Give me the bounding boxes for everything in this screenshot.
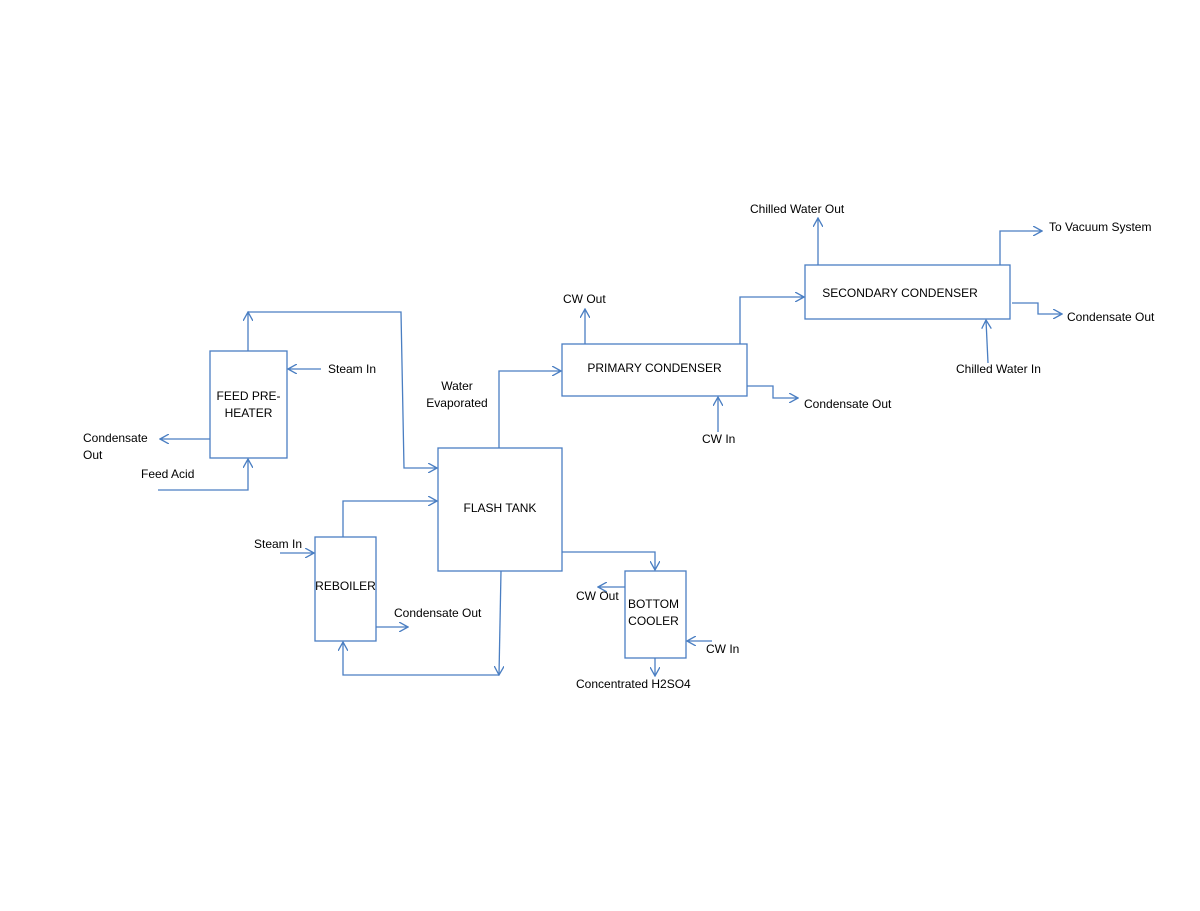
flash-tank-bottoms-line (499, 570, 501, 675)
chilled-water-in-label: Chilled Water In (956, 362, 1041, 376)
cooler-cw-out-label: CW Out (576, 589, 619, 603)
bottom-cooler-box (624, 570, 687, 659)
chilled-water-in-line (986, 320, 988, 364)
flash-tank-box (437, 447, 563, 572)
feed-acid-line (158, 459, 248, 491)
concentrated-h2so4-label: Concentrated H2SO4 (576, 677, 691, 691)
water-evaporated-line (498, 371, 561, 448)
bottom-cooler-label: BOTTOM COOLER (627, 597, 680, 628)
reboiler-condensate-out-label: Condensate Out (394, 606, 482, 620)
secondary-condenser-label: SECONDARY CONDENSER (822, 286, 978, 300)
secondary-condensate-out-line (1012, 302, 1062, 314)
reboiler-box (314, 536, 377, 642)
primary-condensate-out-line (747, 385, 798, 398)
feed-acid-label: Feed Acid (141, 467, 195, 481)
feed-preheater-label: FEED PRE- HEATER (216, 389, 281, 420)
cooler-cw-in-label: CW In (706, 642, 740, 656)
chilled-water-out-label: Chilled Water Out (750, 202, 845, 216)
preheater-condensate-out-label: Condensate Out (83, 431, 148, 462)
primary-condenser-box (561, 343, 748, 397)
flash-tank-label: FLASH TANK (463, 501, 537, 515)
to-vacuum-system-label: To Vacuum System (1049, 220, 1152, 234)
secondary-condenser-box (804, 264, 1011, 320)
primary-cw-out-label: CW Out (563, 292, 606, 306)
reboiler-label: REBOILER (315, 579, 376, 593)
water-evaporated-label: Water Evaporated (426, 379, 488, 410)
preheater-steam-in-label: Steam In (328, 362, 377, 376)
reboiler-to-flash-tank-line (342, 501, 437, 537)
primary-condenser-label: PRIMARY CONDENSER (587, 361, 722, 375)
flash-tank-to-cooler-line (562, 551, 655, 570)
reboiler-steam-in-label: Steam In (254, 537, 303, 551)
primary-cw-in-label: CW In (702, 432, 736, 446)
preheater-to-flash-tank-line (248, 311, 437, 468)
reboiler-recycle-line (343, 642, 499, 676)
primary-condensate-out-label: Condensate Out (804, 397, 892, 411)
feed-preheater-box (209, 350, 288, 459)
to-vacuum-system-line (999, 231, 1042, 265)
primary-to-secondary-line (739, 297, 804, 344)
secondary-condensate-out-label: Condensate Out (1067, 310, 1155, 324)
